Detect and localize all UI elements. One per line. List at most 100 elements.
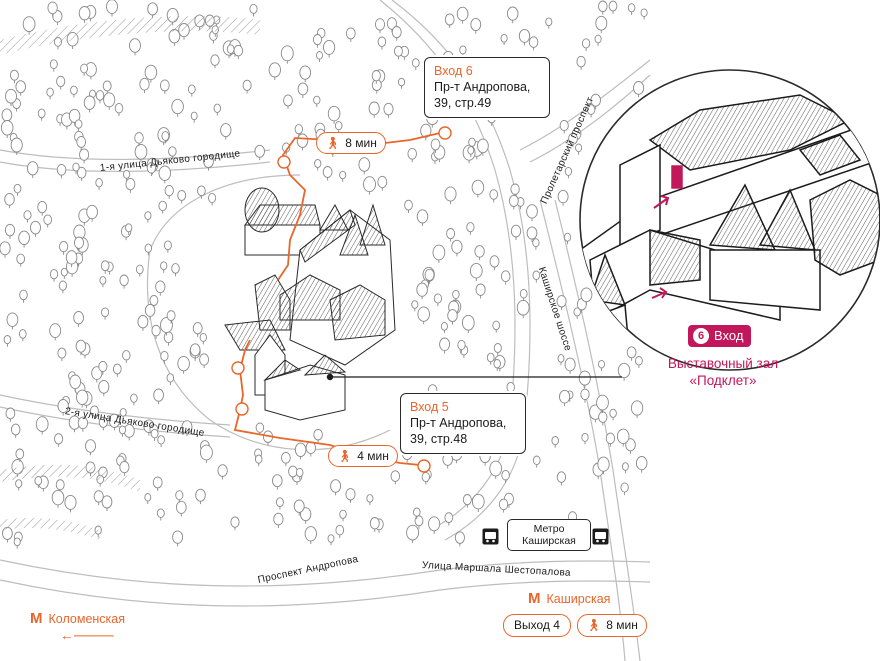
tree <box>446 228 456 240</box>
entrance-5-address-2: 39, стр.48 <box>410 432 468 446</box>
tree <box>177 189 187 201</box>
tree <box>314 159 322 168</box>
metro-kashirskaya-label: Каширская <box>546 592 611 606</box>
metro-logo-icon: М <box>528 590 541 607</box>
tree <box>210 54 220 66</box>
tree <box>75 339 87 353</box>
bus-stop-line-2: Каширская <box>522 535 576 547</box>
tree <box>6 312 19 327</box>
tree <box>199 332 207 342</box>
tree <box>152 476 163 489</box>
tree <box>242 79 252 91</box>
metro-kashirskaya[interactable]: М Каширская <box>528 590 610 607</box>
tree <box>119 460 130 474</box>
tree <box>551 436 559 446</box>
tree <box>72 162 80 172</box>
tree <box>457 339 466 351</box>
tree <box>159 79 170 92</box>
tree <box>101 307 110 318</box>
tree <box>299 65 312 80</box>
tree <box>254 454 263 464</box>
tree <box>30 220 41 235</box>
bus-stop-line-1: Метро <box>533 523 565 535</box>
tree <box>4 223 16 237</box>
tree <box>58 280 68 291</box>
tree <box>327 105 341 122</box>
tree <box>49 59 58 70</box>
metro-logo-icon: М <box>30 610 43 627</box>
tree <box>16 253 26 265</box>
tree <box>161 131 170 141</box>
tree <box>273 512 284 526</box>
tree <box>444 512 454 523</box>
tree <box>633 81 645 95</box>
tree <box>493 359 501 369</box>
tree <box>85 439 96 453</box>
tree <box>598 359 605 369</box>
tree <box>616 428 630 444</box>
tree <box>122 350 131 361</box>
tree <box>78 6 91 21</box>
tree <box>150 428 159 439</box>
tree <box>578 370 591 386</box>
route-arrows <box>231 126 452 473</box>
tree <box>406 524 420 541</box>
tree <box>442 452 453 466</box>
tree <box>55 479 65 491</box>
tree <box>374 18 386 31</box>
entrance-6-callout[interactable]: Вход 6 Пр-т Андропова, 39, стр.49 <box>424 57 550 118</box>
tree <box>4 192 15 206</box>
tree <box>454 531 465 544</box>
tree <box>197 185 206 197</box>
tree <box>609 408 617 418</box>
tree <box>125 223 133 233</box>
tree <box>323 39 336 55</box>
tree <box>217 464 228 477</box>
zoom-arrows <box>651 195 670 299</box>
tree <box>13 183 22 194</box>
tree <box>129 38 141 53</box>
tree <box>155 280 166 294</box>
tree <box>18 329 27 339</box>
tree <box>49 323 62 338</box>
tree <box>283 94 293 107</box>
tree <box>77 416 89 430</box>
tree <box>54 433 64 445</box>
tree <box>620 482 629 493</box>
tree <box>452 289 460 300</box>
tree <box>581 432 589 442</box>
tree <box>163 331 174 344</box>
tree <box>118 425 127 435</box>
tree <box>596 394 609 411</box>
tree <box>226 44 235 54</box>
hall-line-2: «Подклет» <box>689 373 757 388</box>
tree <box>462 494 472 506</box>
entrance-6-address-2: 39, стр.49 <box>434 96 492 110</box>
bus-stop-label[interactable]: Метро Каширская <box>507 519 591 551</box>
tree <box>432 244 446 261</box>
tree <box>57 347 67 359</box>
tree <box>0 120 14 136</box>
tree <box>134 132 144 144</box>
tree <box>181 420 193 434</box>
tree <box>339 509 347 519</box>
walk-time-entrance-6: 🚶︎8 мин <box>316 132 386 154</box>
zoom-leader <box>326 373 622 381</box>
tree <box>576 55 586 68</box>
tree <box>10 137 23 153</box>
tree <box>390 470 401 482</box>
entrance-5-callout[interactable]: Вход 5 Пр-т Андропова, 39, стр.48 <box>400 393 526 454</box>
tree <box>83 95 96 110</box>
tree <box>626 346 637 359</box>
hall-line-1: Выставочный зал <box>667 356 779 371</box>
tree <box>79 148 90 161</box>
tree <box>171 263 180 274</box>
tree <box>281 451 291 464</box>
tree <box>187 84 196 94</box>
tree <box>559 389 571 404</box>
tree <box>532 455 541 466</box>
tree <box>500 33 508 43</box>
tree <box>580 287 593 303</box>
